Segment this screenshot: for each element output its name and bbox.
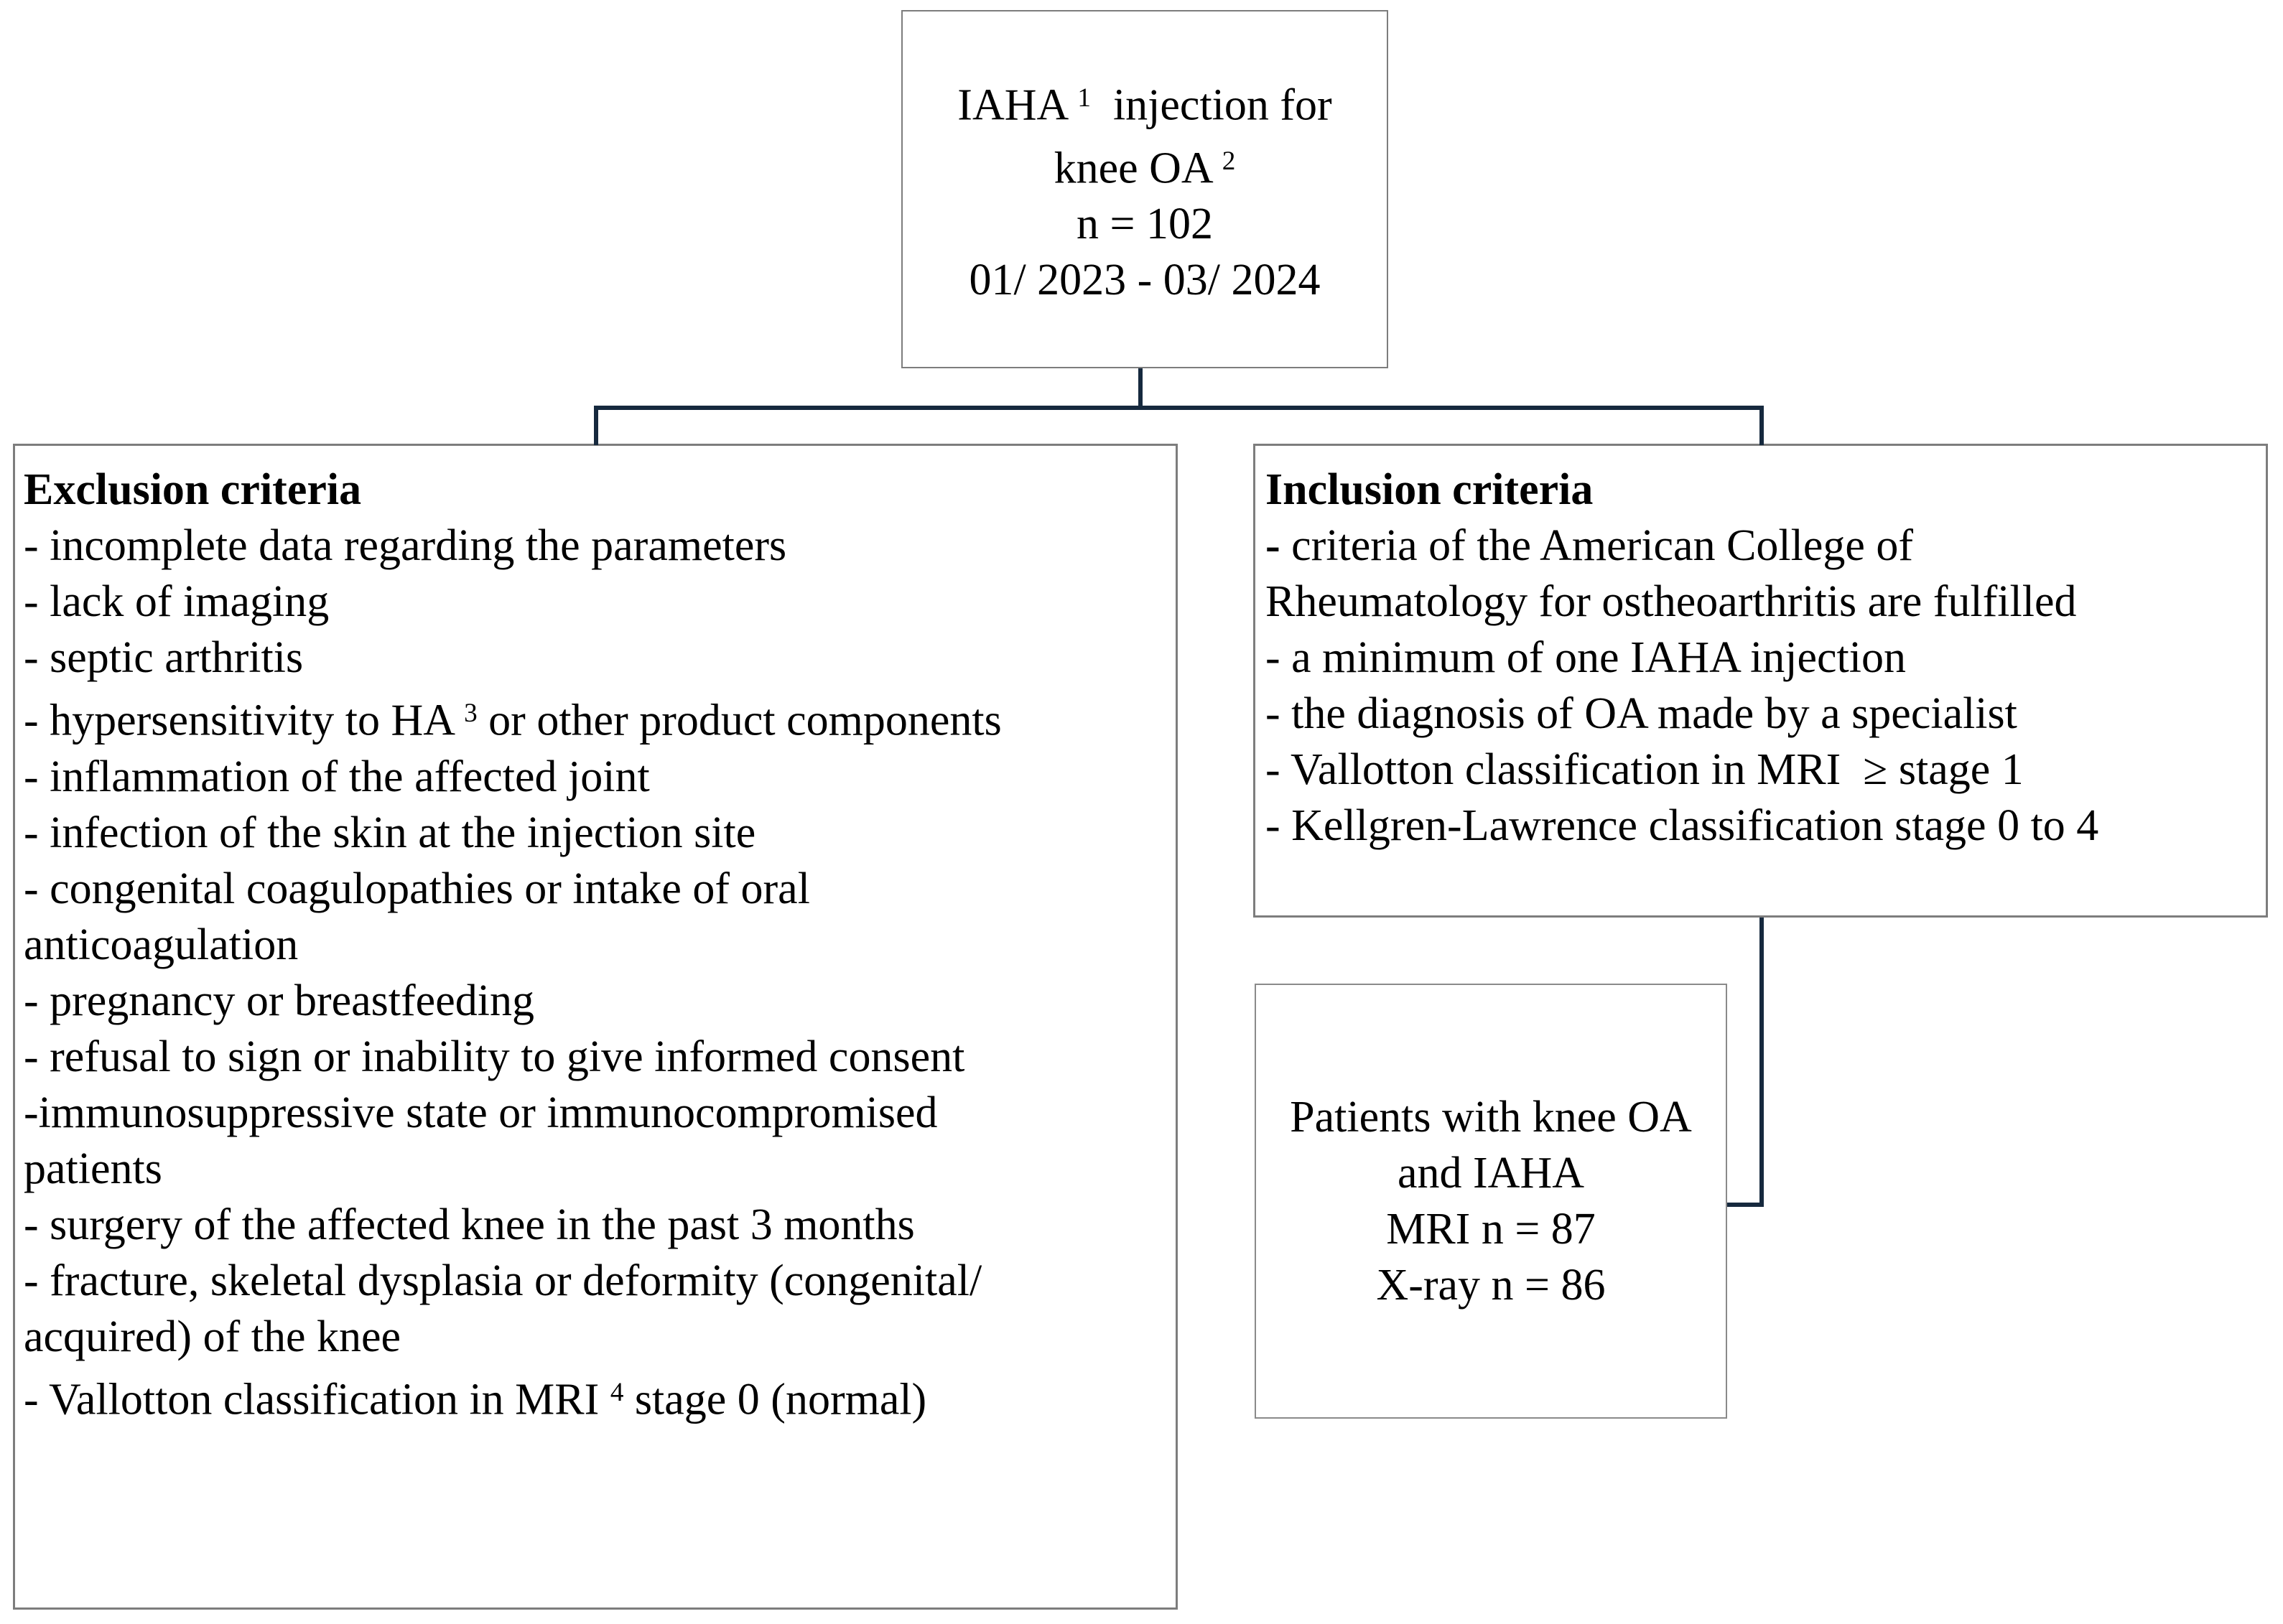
text-line: anticoagulation [24, 920, 299, 969]
text-line: patients [24, 1144, 162, 1193]
text-line: MRI n = 87 [1386, 1205, 1596, 1254]
text-line: - a minimum of one IAHA injection [1265, 633, 1906, 682]
text-line: - incomplete data regarding the paramete… [24, 521, 787, 570]
text-line: - hypersensitivity to HA 3 or other prod… [24, 696, 1002, 745]
text-line: X-ray n = 86 [1376, 1261, 1606, 1310]
text-line: and IAHA [1398, 1149, 1584, 1198]
patients-result-box: Patients with knee OA and IAHA MRI n = 87 X… [1255, 984, 1727, 1419]
text-line: - Kellgren-Lawrence classification stage… [1265, 801, 2099, 850]
connector-drop-to-exclusion [594, 406, 598, 445]
text-line: 01/ 2023 - 03/ 2024 [969, 256, 1321, 305]
inclusion-criteria-box: Inclusion criteria - criteria of the Amer… [1253, 444, 2268, 918]
text-line: Exclusion criteria [24, 465, 362, 514]
study-enrollment-box: IAHA 1 injection for knee OA 2 n = 102 01/ … [901, 10, 1388, 368]
text-line: - infection of the skin at the injection… [24, 808, 756, 857]
text-line: - septic arthritis [24, 633, 304, 682]
text-line: IAHA 1 injection for [957, 80, 1332, 130]
exclusion-criteria-box: Exclusion criteria - incomplete data rega… [13, 444, 1178, 1610]
text-line: - lack of imaging [24, 577, 330, 626]
text-line: - congenital coagulopathies or intake of… [24, 864, 810, 913]
text-line: - inflammation of the affected joint [24, 752, 650, 801]
text-line: Inclusion criteria [1265, 465, 1594, 514]
text-line: - the diagnosis of OA made by a speciali… [1265, 689, 2017, 738]
text-line: knee OA 2 [1054, 144, 1236, 193]
text-line: - surgery of the affected knee in the pa… [24, 1200, 915, 1249]
text-line: - Vallotton classification in MRI 4 stag… [24, 1375, 927, 1424]
text-line: - pregnancy or breastfeeding [24, 976, 534, 1025]
text-line: - refusal to sign or inability to give i… [24, 1032, 965, 1081]
connector-drop-to-inclusion [1759, 406, 1764, 445]
text-line: -immunosuppressive state or immunocompro… [24, 1088, 938, 1137]
connector-inclusion-to-patients-elbow [1727, 1203, 1764, 1207]
text-line: Patients with knee OA [1290, 1093, 1692, 1142]
text-line: acquired) of the knee [24, 1312, 401, 1361]
connector-top-stub [1138, 368, 1143, 409]
connector-top-horizontal-line [594, 406, 1764, 410]
text-line: Rheumatology for ostheoarthritis are ful… [1265, 577, 2077, 626]
text-line: - criteria of the American College of [1265, 521, 1914, 570]
text-line: - Vallotton classification in MRI ≥ stag… [1265, 745, 2024, 794]
text-line: - fracture, skeletal dysplasia or deform… [24, 1256, 982, 1305]
text-line: n = 102 [1077, 200, 1213, 249]
connector-inclusion-to-patients-vertical [1759, 918, 1764, 1207]
